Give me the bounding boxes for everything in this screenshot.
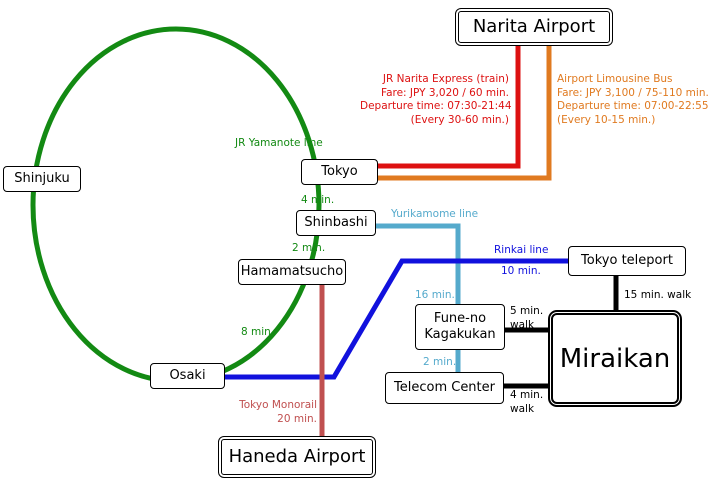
limousine-departure: Departure time: 07:00-22:55 (557, 100, 709, 112)
station-haneda-airport: Haneda Airport (218, 436, 376, 478)
label-yamanote-line: JR Yamanote line (235, 137, 323, 149)
walk-funeno-line1: 5 min. (510, 305, 544, 317)
narita-express-route (378, 44, 521, 169)
label-time-tokyo-shinbashi: 4 min. (301, 194, 335, 206)
station-shinjuku: Shinjuku (3, 166, 81, 192)
label-walk-teleport: 15 min. walk (624, 289, 692, 301)
rinkai-route (222, 258, 570, 380)
station-osaki: Osaki (150, 363, 225, 389)
label-walk-funeno: 5 min. walk (510, 305, 543, 332)
narita-express-frequency: (Every 30-60 min.) (410, 113, 509, 126)
walk-telecom-line2: walk (510, 402, 535, 415)
label-walk-telecom: 4 min. walk (510, 389, 543, 416)
info-narita-express: JR Narita Express (train) Fare: JPY 3,02… (360, 73, 512, 127)
station-tokyo: Tokyo (301, 159, 378, 185)
info-limousine-bus: Airport Limousine Bus Fare: JPY 3,100 / … (557, 73, 709, 127)
limousine-bus-route (378, 44, 552, 181)
walk-telecom-line1: 4 min. (510, 389, 544, 401)
station-shinbashi: Shinbashi (296, 210, 376, 236)
station-hamamatsucho: Hamamatsucho (238, 259, 346, 285)
station-fune-no-line1: Fune-no (433, 311, 487, 326)
station-fune-no-kagakukan: Fune-no Kagakukan (415, 304, 505, 350)
destination-miraikan: Miraikan (548, 310, 682, 407)
label-time-rinkai: 10 min. (501, 265, 541, 277)
label-rinkai-line: Rinkai line (494, 244, 549, 256)
label-yurikamome-line: Yurikamome line (391, 208, 479, 220)
station-tokyo-teleport: Tokyo teleport (568, 246, 686, 276)
walk-funeno-line2: walk (510, 318, 535, 331)
narita-express-departure: Departure time: 07:30-21:44 (360, 100, 512, 112)
label-time-funeno-telecom: 2 min. (423, 356, 457, 368)
label-time-shinbashi-hamamatsucho: 2 min. (292, 242, 326, 254)
narita-express-fare: Fare: JPY 3,020 / 60 min. (381, 86, 509, 99)
label-time-yurikamome-funeno: 16 min. (415, 289, 455, 301)
monorail-time: 20 min. (277, 412, 317, 425)
yamanote-line-loop (30, 26, 322, 384)
label-monorail: Tokyo Monorail 20 min. (220, 399, 317, 426)
monorail-line-name: Tokyo Monorail (239, 399, 317, 411)
limousine-title: Airport Limousine Bus (557, 73, 673, 85)
narita-express-title: JR Narita Express (train) (382, 73, 509, 85)
limousine-frequency: (Every 10-15 min.) (557, 113, 656, 126)
station-narita-airport: Narita Airport (455, 8, 613, 46)
limousine-fare: Fare: JPY 3,100 / 75-110 min. (557, 86, 709, 99)
label-time-hamamatsucho-osaki: 8 min. (241, 326, 275, 338)
station-telecom-center: Telecom Center (385, 372, 504, 404)
station-fune-no-line2: Kagakukan (424, 327, 496, 342)
